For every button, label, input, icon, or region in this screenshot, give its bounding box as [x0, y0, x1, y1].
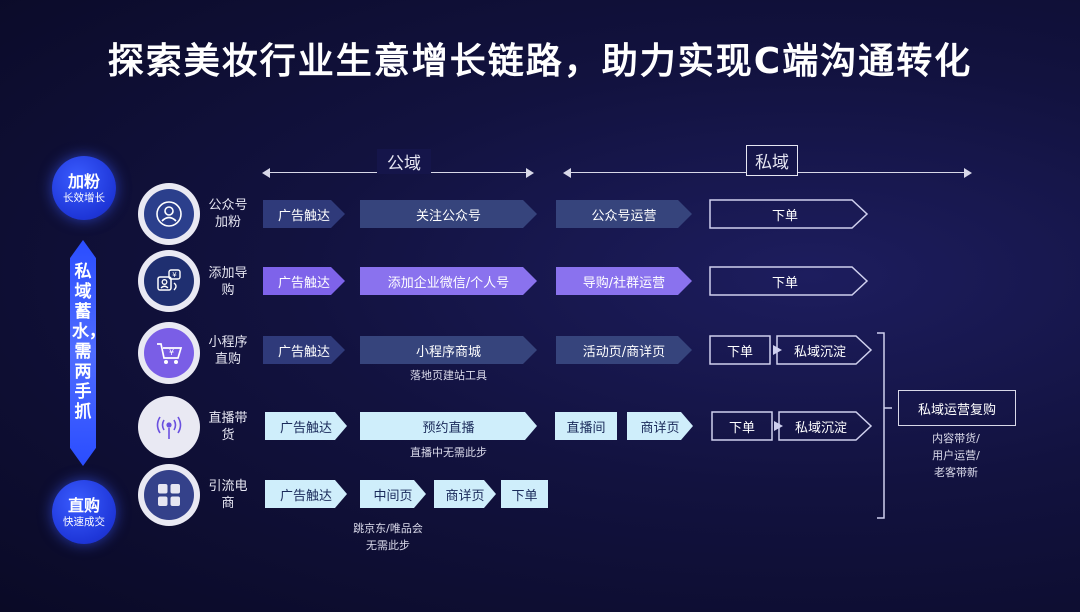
- step-chevron: 公众号运营: [556, 200, 692, 228]
- step-chevron: 导购/社群运营: [556, 267, 692, 295]
- badge-title: 直购: [67, 495, 100, 515]
- step-chevron: 商详页: [627, 412, 693, 440]
- step-chevron: 广告触达: [263, 336, 345, 364]
- wechat-add-icon: ¥: [144, 256, 194, 306]
- shopping-cart-icon: ¥: [144, 328, 194, 378]
- step-chevron: 小程序商城: [360, 336, 537, 364]
- step-note: 直播中无需此步: [410, 446, 487, 459]
- app-grid-icon: [144, 470, 194, 520]
- step-chevron: 中间页: [360, 480, 426, 508]
- step-note: 落地页建站工具: [410, 369, 487, 382]
- badge-subtitle: 长效增长: [63, 191, 105, 204]
- step-chevron: 广告触达: [265, 480, 347, 508]
- row-label: 公众号加粉: [208, 198, 248, 230]
- step-chevron: 广告触达: [263, 267, 345, 295]
- direct-purchase-badge: 直购 快速成交: [52, 480, 116, 544]
- public-left-arrow: [262, 168, 270, 178]
- step-chevron: 活动页/商详页: [556, 336, 692, 364]
- end-note: 内容带货/ 用户运营/ 老客带新: [905, 430, 1007, 481]
- retention-step: 私域沉淀: [793, 344, 846, 360]
- page-title: 探索美妆行业生意增长链路，助力实现C端沟通转化: [107, 41, 973, 82]
- private-domain-label: 私域: [746, 145, 798, 176]
- user-avatar-icon: [144, 189, 194, 239]
- step-note: 跳京东/唯品会 无需此步: [353, 522, 423, 552]
- order-step: 下单: [771, 275, 798, 291]
- svg-text:¥: ¥: [172, 271, 177, 279]
- row-icon: ¥: [138, 322, 200, 384]
- step-chevron: 添加企业微信/个人号: [360, 267, 537, 295]
- step-chevron: 预约直播: [360, 412, 537, 440]
- badge-subtitle: 快速成交: [63, 515, 105, 528]
- live-broadcast-icon: [144, 402, 194, 452]
- private-left-arrow: [563, 168, 571, 178]
- step-box: 直播间: [555, 412, 617, 440]
- end-note-line: 内容带货/: [932, 432, 980, 445]
- row-label: 添加导购: [208, 266, 248, 298]
- row-icon: [138, 396, 200, 458]
- step-chevron: 广告触达: [263, 200, 345, 228]
- step-chevron: 商详页: [434, 480, 496, 508]
- private-repurchase-box: 私域运营复购: [898, 390, 1016, 426]
- public-right-arrow: [526, 168, 534, 178]
- private-right-arrow: [964, 168, 972, 178]
- svg-text:¥: ¥: [169, 348, 174, 357]
- row-label: 小程序直购: [208, 335, 248, 367]
- badge-title: 加粉: [67, 171, 100, 191]
- retention-step: 私域沉淀: [794, 420, 847, 436]
- order-step: 下单: [771, 208, 798, 224]
- step-box: 下单: [501, 480, 548, 508]
- acquire-fans-badge: 加粉 长效增长: [52, 156, 116, 220]
- row-label: 引流电商: [208, 479, 248, 511]
- step-chevron: 关注公众号: [360, 200, 537, 228]
- end-note-line: 老客带新: [934, 466, 978, 479]
- vertical-bar: [70, 240, 96, 466]
- vertical-text: 私域蓄水，需两手抓: [72, 262, 106, 422]
- order-step: 下单: [728, 420, 755, 436]
- order-step: 下单: [726, 344, 753, 360]
- step-chevron: 广告触达: [265, 412, 347, 440]
- end-note-line: 用户运营/: [932, 449, 980, 462]
- row-icon: [138, 464, 200, 526]
- row-icon: [138, 183, 200, 245]
- public-domain-label: 公域: [377, 149, 431, 174]
- row-icon: ¥: [138, 250, 200, 312]
- row-label: 直播带货: [208, 411, 248, 443]
